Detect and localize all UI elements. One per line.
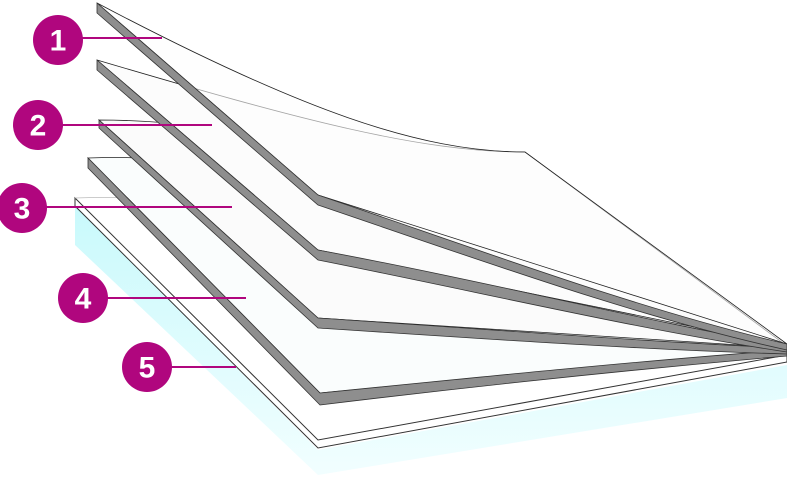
callout-4: 4: [58, 273, 246, 323]
callout-1: 1: [33, 15, 162, 65]
callout-2-label: 2: [30, 110, 47, 143]
callout-5: 5: [122, 342, 236, 392]
callout-3-label: 3: [14, 193, 31, 226]
layer-1-sheet: [96, 2, 787, 351]
callout-4-label: 4: [75, 283, 92, 316]
callout-1-label: 1: [50, 25, 67, 58]
callout-3: 3: [0, 183, 232, 233]
callout-5-label: 5: [139, 352, 156, 385]
callout-2: 2: [13, 100, 212, 150]
